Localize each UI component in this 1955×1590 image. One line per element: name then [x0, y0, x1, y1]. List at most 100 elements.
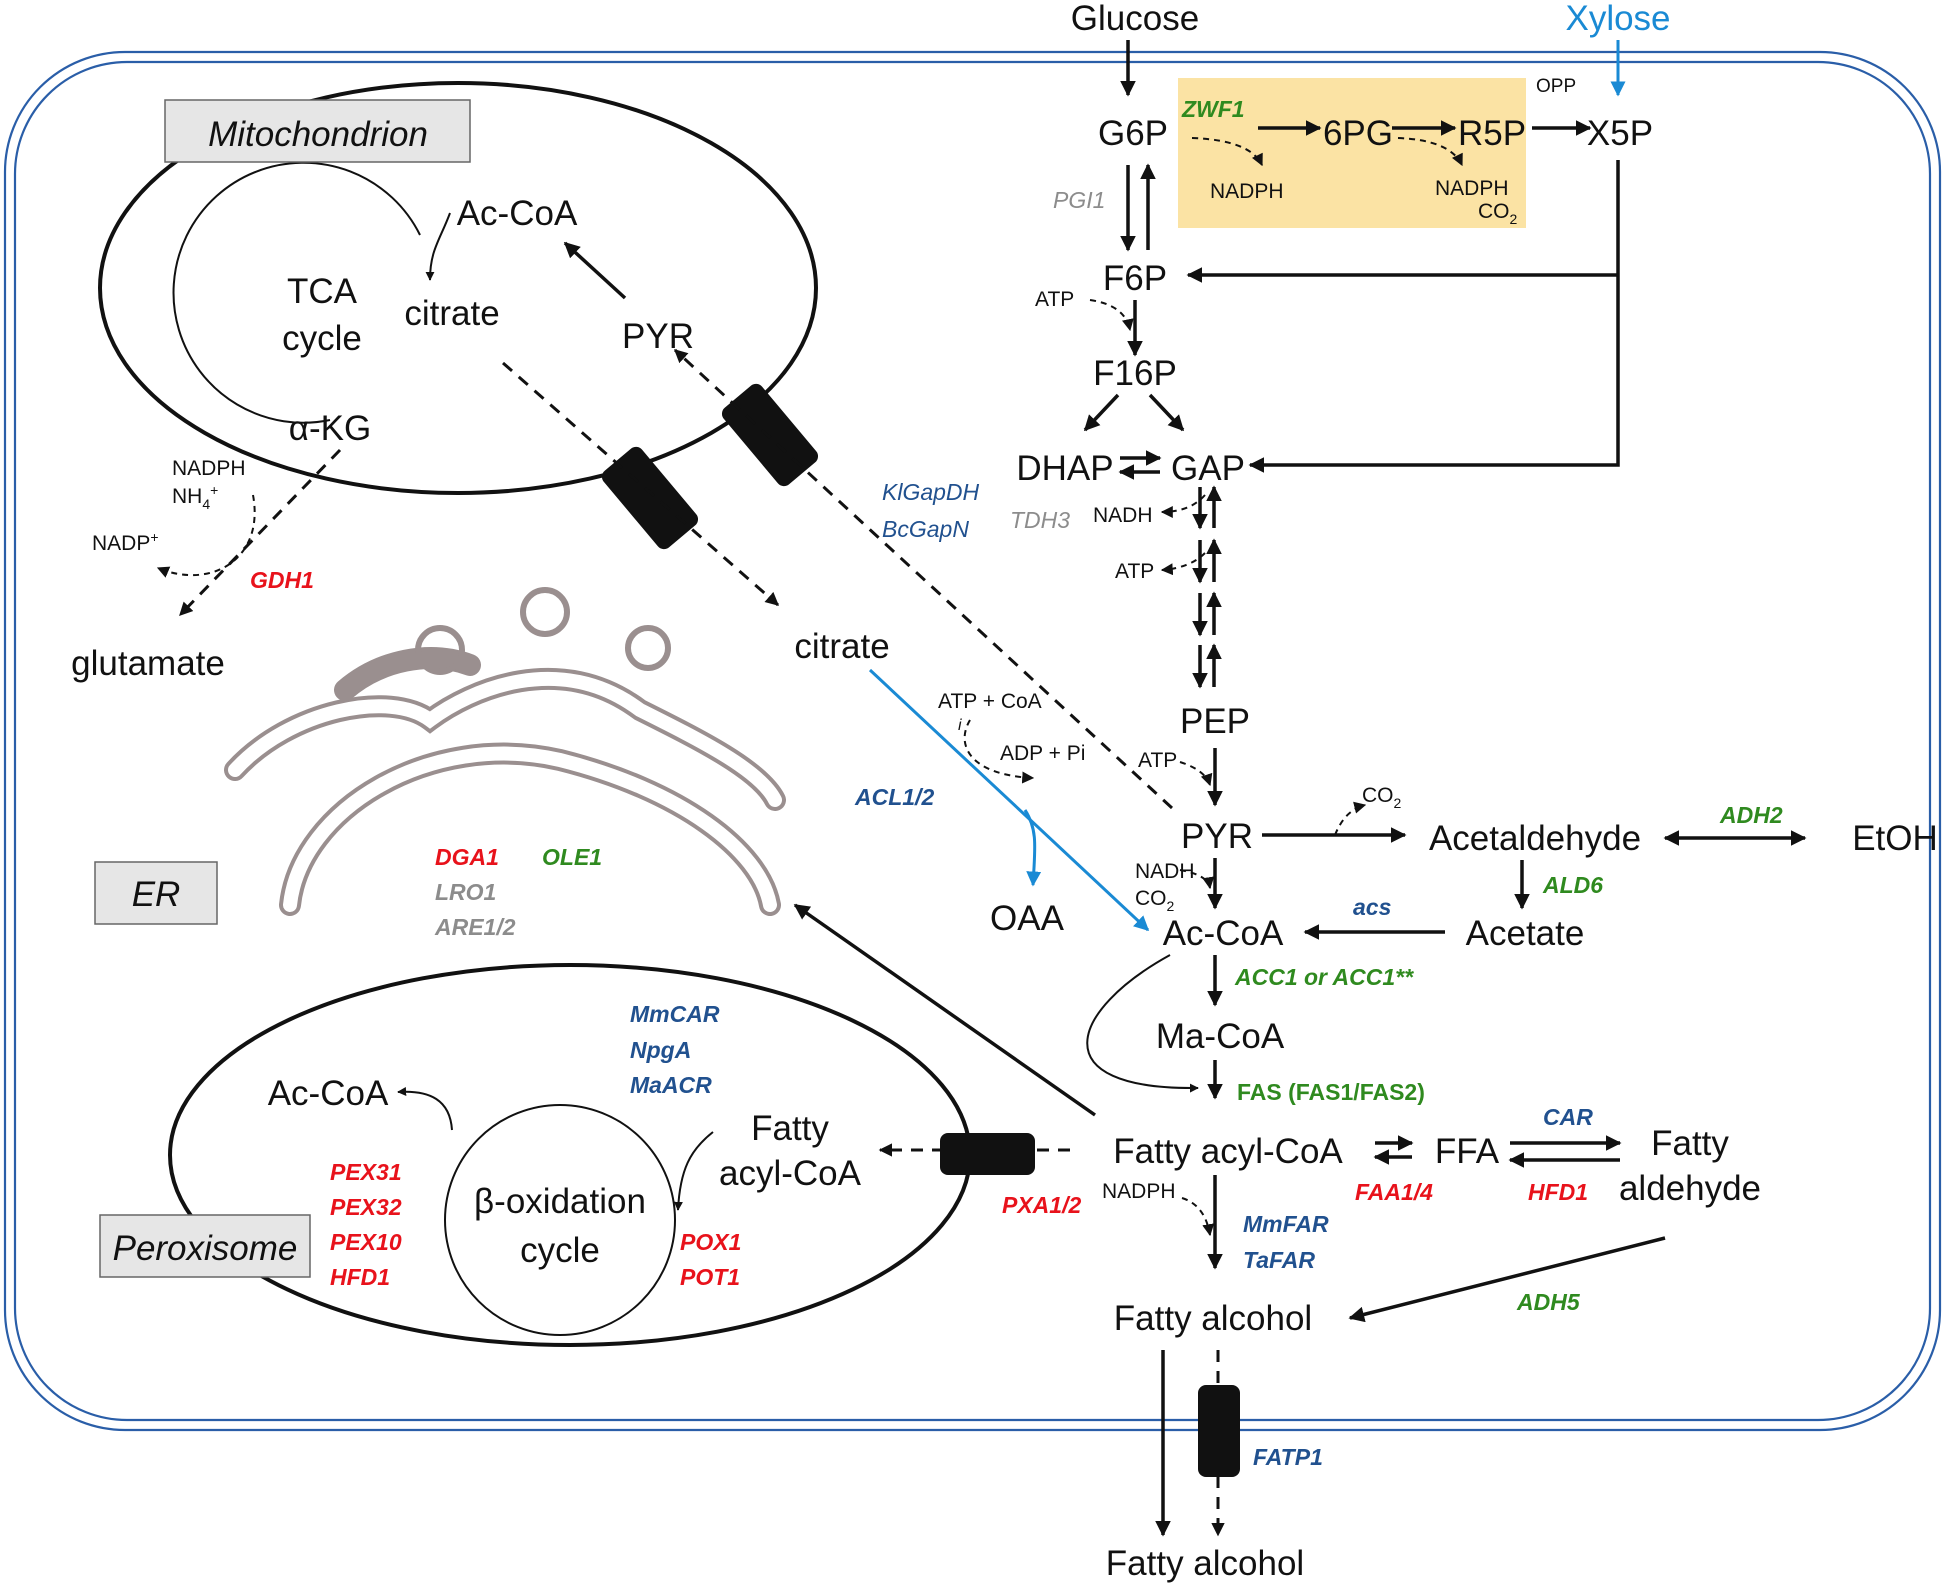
transporter-pxa [940, 1133, 1035, 1175]
perox-beta-oxidation: β-oxidation [474, 1182, 646, 1221]
metabolite-pyr: PYR [1181, 817, 1253, 856]
metabolite-fatty-aldehyde-2: aldehyde [1619, 1169, 1761, 1208]
metabolite-6pg: 6PG [1323, 114, 1393, 153]
metabolite-glucose: Glucose [1071, 0, 1199, 38]
gene-acl12: ACL1/2 [854, 784, 934, 810]
gene-hfd1-perox: HFD1 [330, 1264, 390, 1290]
metabolite-acetate: Acetate [1466, 914, 1585, 953]
cofactor-co2-pyr: CO2 [1362, 784, 1402, 811]
metabolite-macoa: Ma-CoA [1156, 1017, 1285, 1056]
mito-accoa: Ac-CoA [457, 194, 578, 233]
mitochondrion-membrane [98, 81, 818, 495]
gene-fas: FAS (FAS1/FAS2) [1237, 1079, 1425, 1105]
metabolite-oaa: OAA [990, 899, 1065, 938]
gene-bcgapn: BcGapN [882, 516, 969, 542]
er-label: ER [132, 875, 181, 914]
gene-ald6: ALD6 [1542, 872, 1603, 898]
gene-fatp1: FATP1 [1253, 1444, 1323, 1470]
gene-adh2: ADH2 [1719, 802, 1783, 828]
gene-faa14: FAA1/4 [1355, 1179, 1433, 1205]
arrows [156, 40, 1807, 1537]
mito-pyr: PYR [622, 317, 694, 356]
gene-gdh1: GDH1 [250, 567, 314, 593]
cofactor-adp-pi: ADP + Pi [1000, 742, 1085, 765]
peroxisome-label-box [99, 1214, 311, 1278]
cofactor-nadph-far: NADPH [1102, 1180, 1176, 1203]
gene-pgi1: PGI1 [1053, 187, 1105, 213]
metabolite-dhap: DHAP [1016, 449, 1113, 488]
mito-tca-2: cycle [282, 319, 362, 358]
metabolite-fatty-aldehyde-1: Fatty [1651, 1124, 1729, 1163]
tca-cycle-circle [172, 161, 421, 424]
gene-pox1: POX1 [680, 1229, 741, 1255]
perox-acyl-coa: acyl-CoA [719, 1154, 862, 1193]
cofactor-atp-pep: ATP [1138, 749, 1177, 772]
opp-box [1178, 78, 1526, 228]
gene-pex31: PEX31 [330, 1159, 402, 1185]
cofactor-nh4: NH4+ [172, 482, 218, 512]
perox-accoa: Ac-CoA [268, 1074, 389, 1113]
gene-maacr: MaACR [630, 1072, 712, 1098]
mitochondrion-label: Mitochondrion [208, 115, 428, 154]
gene-zwf1: ZWF1 [1181, 96, 1245, 122]
gene-tdh3: TDH3 [1010, 507, 1070, 533]
cofactor-atp-coa: ATP + CoA [938, 690, 1042, 713]
gene-klgapdh: KlGapDH [882, 479, 980, 505]
gene-are12: ARE1/2 [434, 914, 516, 940]
gene-hfd1: HFD1 [1528, 1179, 1588, 1205]
gene-acc1: ACC1 or ACC1** [1234, 964, 1414, 990]
mito-tca-1: TCA [287, 272, 358, 311]
gene-mmcar: MmCAR [630, 1001, 720, 1027]
cofactor-nadh-gap: NADH [1093, 504, 1153, 527]
metabolite-g6p: G6P [1098, 114, 1168, 153]
metabolite-etoh: EtOH [1852, 819, 1938, 858]
cofactor-i: i [958, 717, 962, 734]
gene-mmfar: MmFAR [1243, 1211, 1329, 1237]
cofactor-atp-f6p: ATP [1035, 288, 1074, 311]
metabolite-fatty-alcohol: Fatty alcohol [1114, 1299, 1312, 1338]
metabolite-ffa: FFA [1435, 1132, 1500, 1171]
gene-car: CAR [1543, 1104, 1593, 1130]
gene-dga1: DGA1 [435, 844, 499, 870]
cofactor-nadh-pdh: NADH [1135, 860, 1195, 883]
cofactor-nadph-zwf: NADPH [1210, 180, 1284, 203]
metabolite-r5p: R5P [1458, 114, 1526, 153]
metabolite-fatty-acyl-coa: Fatty acyl-CoA [1113, 1132, 1343, 1171]
metabolite-accoa: Ac-CoA [1163, 914, 1284, 953]
gene-acs: acs [1353, 894, 1391, 920]
metabolite-gap: GAP [1171, 449, 1245, 488]
mitochondrion-label-box [164, 99, 471, 163]
perox-cycle: cycle [520, 1231, 600, 1270]
metabolite-f16p: F16P [1093, 354, 1177, 393]
mito-akg: α-KG [289, 409, 371, 448]
gene-ole1: OLE1 [542, 844, 602, 870]
metabolite-x5p: X5P [1587, 114, 1653, 153]
metabolite-pep: PEP [1180, 702, 1250, 741]
cell-membrane-outer [3, 50, 1942, 1432]
cofactor-nadph-r5p: NADPH [1435, 177, 1509, 200]
gene-pxa12: PXA1/2 [1002, 1192, 1081, 1218]
gene-adh5: ADH5 [1516, 1289, 1581, 1315]
gene-npga: NpgA [630, 1037, 691, 1063]
metabolite-f6p: F6P [1103, 259, 1167, 298]
cofactor-atp-glyc: ATP [1115, 560, 1154, 583]
transporter-fatp1 [1198, 1385, 1240, 1477]
er-label-box [94, 861, 218, 925]
opp-label: OPP [1536, 76, 1576, 97]
transporter-citrate [601, 446, 699, 550]
mito-citrate: citrate [404, 294, 499, 333]
cofactor-co2-pdh: CO2 [1135, 887, 1175, 914]
peroxisome-label: Peroxisome [113, 1229, 298, 1268]
perox-fatty: Fatty [751, 1109, 829, 1148]
metabolite-xylose: Xylose [1565, 0, 1670, 38]
metabolite-fatty-alcohol-out: Fatty alcohol [1106, 1544, 1304, 1583]
gene-tafar: TaFAR [1243, 1247, 1315, 1273]
metabolite-glutamate: glutamate [71, 644, 225, 683]
cofactor-co2-r5p: CO2 [1478, 200, 1518, 227]
gene-pex32: PEX32 [330, 1194, 402, 1220]
gene-lro1: LRO1 [435, 879, 496, 905]
gene-pot1: POT1 [680, 1264, 740, 1290]
metabolite-citrate-cytosol: citrate [794, 627, 889, 666]
beta-oxidation-circle [444, 1104, 676, 1336]
